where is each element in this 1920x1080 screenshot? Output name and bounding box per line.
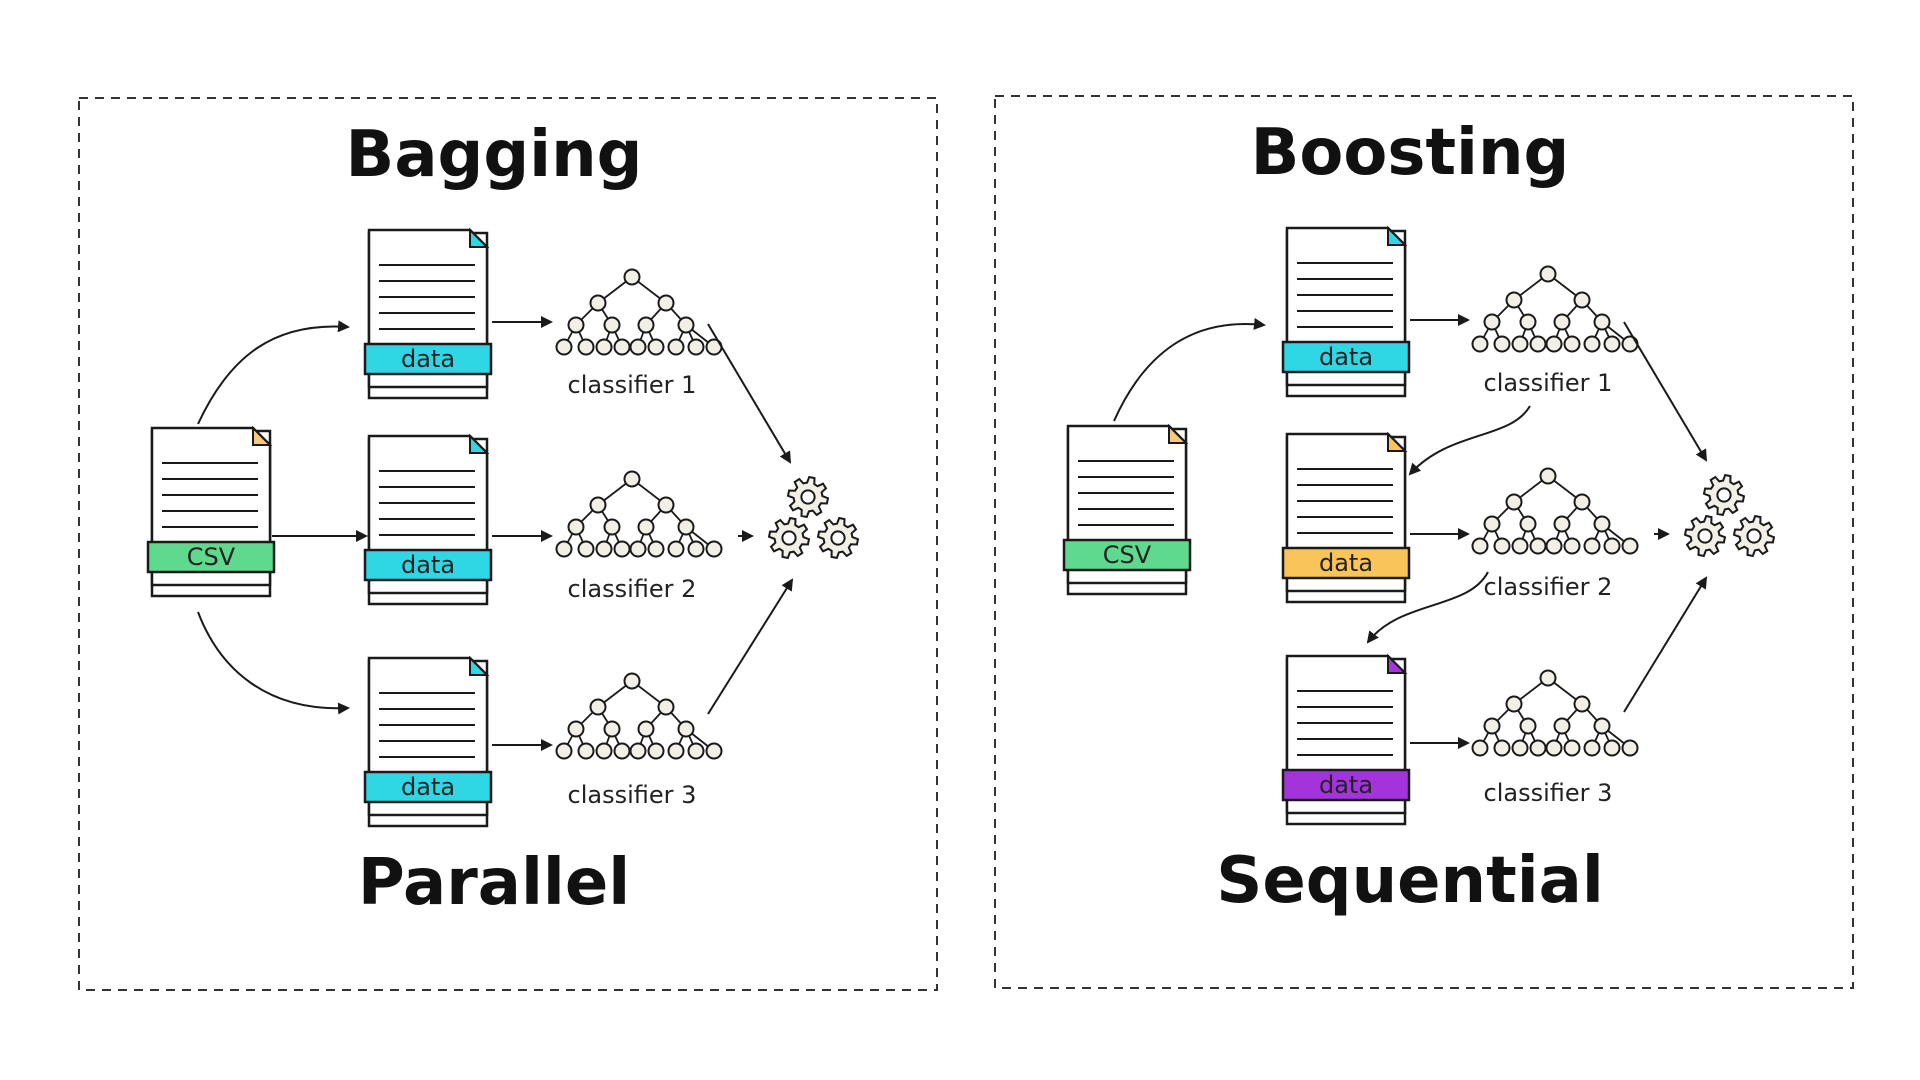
boosting-data-file-1: data xyxy=(1281,225,1411,398)
bagging-data-file-3-tag xyxy=(363,770,493,804)
boosting-arrow-tree3-to-agg xyxy=(1623,576,1708,713)
bagging-tree-2 xyxy=(555,470,723,558)
bagging-arrow-tree1-to-agg xyxy=(707,323,792,464)
bagging-tree-1 xyxy=(555,268,723,356)
bagging-gear-1 xyxy=(786,475,830,519)
boosting-arrow-tree1-to-agg xyxy=(1623,321,1708,462)
bagging-data-file-1: data xyxy=(363,227,493,400)
bagging-arrow-csv-to-data1 xyxy=(197,320,350,425)
bagging-data-file-3-label: data xyxy=(401,773,455,801)
boosting-classifier-label-2: classifier 2 xyxy=(1484,573,1613,601)
boosting-arrow-csv-to-data1 xyxy=(1113,317,1266,422)
boosting-arrow-tree1-to-data2 xyxy=(1408,405,1531,476)
boosting-data-file-2-tag xyxy=(1281,546,1411,580)
boosting-title: Boosting xyxy=(1251,116,1570,190)
boosting-tree-3 xyxy=(1471,669,1639,757)
bagging-data-file-2-label: data xyxy=(401,551,455,579)
boosting-data-file-3-tag xyxy=(1281,768,1411,802)
classifier-labels: classifier 1 classifier 2 classifier 3 clas… xyxy=(568,369,1613,809)
boosting-classifier-label-3: classifier 3 xyxy=(1484,779,1613,807)
bagging-arrow-csv-to-data3 xyxy=(197,611,350,715)
aggregators xyxy=(767,473,1776,560)
boosting-csv-file-label: CSV xyxy=(1103,541,1152,569)
classifier-trees xyxy=(555,265,1639,760)
bagging-csv-file: CSV xyxy=(146,425,276,598)
bagging-tree-3 xyxy=(555,672,723,760)
bagging-subtitle: Parallel xyxy=(358,846,630,920)
boosting-subtitle: Sequential xyxy=(1216,844,1604,918)
bagging-data-file-1-tag xyxy=(363,342,493,376)
flow-arrows xyxy=(197,314,1708,751)
bagging-data-file-1-label: data xyxy=(401,345,455,373)
bagging-gear-3 xyxy=(816,516,860,560)
bagging-data-file-3: data xyxy=(363,655,493,828)
boosting-data-file-1-tag xyxy=(1281,340,1411,374)
bagging-classifier-label-3: classifier 3 xyxy=(568,781,697,809)
boosting-data-file-2: data xyxy=(1281,431,1411,604)
boosting-arrow-tree2-to-data3 xyxy=(1366,571,1489,644)
boosting-data-file-3: data xyxy=(1281,653,1411,826)
boosting-tree-2 xyxy=(1471,467,1639,555)
boosting-csv-file-tag xyxy=(1062,538,1192,572)
bagging-data-file-2: data xyxy=(363,433,493,606)
bagging-classifier-label-1: classifier 1 xyxy=(568,371,697,399)
boosting-classifier-label-1: classifier 1 xyxy=(1484,369,1613,397)
boosting-gear-1 xyxy=(1702,473,1746,517)
bagging-classifier-label-2: classifier 2 xyxy=(568,575,697,603)
bagging-panel xyxy=(78,97,938,991)
bagging-title: Bagging xyxy=(346,118,643,192)
bagging-arrow-tree3-to-agg xyxy=(707,578,794,715)
bagging-csv-file-tag xyxy=(146,540,276,574)
bagging-csv-file-label: CSV xyxy=(187,543,236,571)
boosting-gear-2 xyxy=(1683,514,1727,558)
boosting-panel xyxy=(994,95,1854,989)
boosting-tree-1 xyxy=(1471,265,1639,353)
boosting-data-file-1-label: data xyxy=(1319,343,1373,371)
bagging-gear-2 xyxy=(767,516,811,560)
boosting-data-file-3-label: data xyxy=(1319,771,1373,799)
bagging-data-file-2-tag xyxy=(363,548,493,582)
boosting-csv-file: CSV xyxy=(1062,423,1192,596)
boosting-data-file-2-label: data xyxy=(1319,549,1373,577)
boosting-gear-3 xyxy=(1732,514,1776,558)
